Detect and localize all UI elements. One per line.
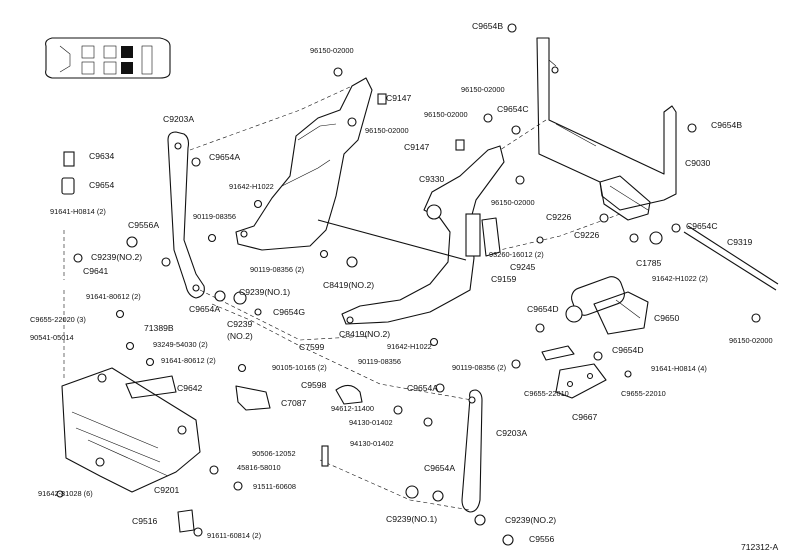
part-label-c9654d_a: C9654D	[527, 304, 559, 314]
part-label-n91641_80612_b: 91641-80612 (2)	[161, 356, 216, 365]
diagram-code: 712312-A	[741, 542, 779, 552]
part-label-c9201: C9201	[154, 485, 180, 495]
part-label-n9655_b: C9655-22010	[524, 389, 569, 398]
part-label-c71389b: 71389B	[144, 323, 174, 333]
part-label-n91642_h1022_a: 91642-H1022	[229, 182, 274, 191]
part-label-c1785: C1785	[636, 258, 662, 268]
part-label-n91611: 91611-60814 (2)	[207, 531, 261, 540]
part-label-c9654g: C9654G	[273, 307, 305, 317]
part-label-n9655_a: C9655-22020 (3)	[30, 315, 86, 324]
part-label-n91511: 91511-60608	[253, 482, 296, 491]
part-label-c9641: C9641	[83, 266, 109, 276]
part-label-n91642_81028: 91642-81028 (6)	[38, 489, 93, 498]
part-label-c7087: C7087	[281, 398, 307, 408]
part-label-n96150_a: 96150-02000	[310, 46, 354, 55]
part-label-n96150_e: 96150-02000	[491, 198, 535, 207]
part-label-c9654a_a: C9654A	[209, 152, 240, 162]
torsion-rod	[317, 219, 467, 261]
dashed-leaders	[63, 85, 621, 511]
part-label-n91642_h1022_c: 91642-H1022	[387, 342, 432, 351]
bracket-c9203a-upper	[167, 131, 205, 299]
part-label-c9642: C9642	[177, 383, 203, 393]
part-label-c7599: C7599	[299, 342, 325, 352]
part-label-c9203a_b: C9203A	[496, 428, 527, 438]
bracket-c9667	[541, 345, 607, 399]
part-label-c9654a_c: C9654A	[407, 383, 438, 393]
part-label-c9667: C9667	[572, 412, 598, 422]
part-label-c9634: C9634	[89, 151, 115, 161]
part-label-c9239_no2_a: C9239(NO.2)	[91, 252, 142, 262]
part-label-c8419_no2_a: C8419(NO.2)	[323, 280, 374, 290]
part-label-c9556: C9556	[529, 534, 555, 544]
vehicle-inset-icon	[45, 37, 171, 79]
part-label-n91641_h0814_b: 91641-H0814 (4)	[651, 364, 707, 373]
part-label-c9654a_b: C9654A	[189, 304, 220, 314]
part-label-n90506: 90506-12052	[252, 449, 296, 458]
part-label-n9655_c: C9655-22010	[621, 389, 666, 398]
part-label-n90119_b: 90119-08356 (2)	[250, 265, 304, 274]
part-label-c9330: C9330	[419, 174, 445, 184]
part-label-c9516: C9516	[132, 516, 158, 526]
part-label-n94130_b: 94130-01402	[350, 439, 394, 448]
rod-c9319	[683, 225, 779, 291]
part-label-n96150_b: 96150-02000	[365, 126, 409, 135]
part-label-c9598: C9598	[301, 380, 327, 390]
part-label-n91641_80612_a: 91641-80612 (2)	[86, 292, 141, 301]
part-label-c9239_no2_b: C9239	[227, 319, 253, 329]
seat-track-c9201	[61, 367, 201, 493]
part-label-c9030: C9030	[685, 158, 711, 168]
part-label-c9159: C9159	[491, 274, 517, 284]
seat-frame-left	[235, 77, 373, 251]
part-label-c9650: C9650	[654, 313, 680, 323]
part-label-n90541: 90541-05014	[30, 333, 74, 342]
part-label-n90119_a: 90119-08356	[193, 212, 236, 221]
part-label-c9654b_top: C9654B	[472, 21, 503, 31]
part-label-n90119_c: 90119-08356	[358, 357, 401, 366]
part-label-c8419_no2_b: C8419(NO.2)	[339, 329, 390, 339]
part-label-n94130_a: 94130-01402	[349, 418, 393, 427]
part-label-c9239_no1_a: C9239(NO.1)	[239, 287, 290, 297]
part-label-n91641_h0814_a: 91641-H0814 (2)	[50, 207, 106, 216]
part-label-n90105: 90105-10165 (2)	[272, 363, 327, 372]
part-label-n96150_f: 96150-02000	[729, 336, 773, 345]
motor-c9650	[565, 276, 649, 335]
bracket-c9203a-lower	[461, 389, 483, 513]
part-label-n93260: 93260-16012 (2)	[489, 250, 544, 259]
part-label-c9654c_b: C9654C	[686, 221, 718, 231]
part-label-c9147_b: C9147	[404, 142, 430, 152]
part-label-n96150_c: 96150-02000	[461, 85, 505, 94]
part-label-n90119_d: 90119-08356 (2)	[452, 363, 506, 372]
part-label-c9239_no2_c: C9239(NO.2)	[505, 515, 556, 525]
part-label-c9654b_r: C9654B	[711, 120, 742, 130]
part-label-c9556a: C9556A	[128, 220, 159, 230]
part-label-c9654c_a: C9654C	[497, 104, 529, 114]
part-label-n45816: 45816-58010	[237, 463, 281, 472]
part-label-c9654a_d: C9654A	[424, 463, 455, 473]
part-label-c9226_b: C9226	[574, 230, 600, 240]
part-label-c9147_a: C9147	[386, 93, 412, 103]
part-label-c9226_a: C9226	[546, 212, 572, 222]
part-label-c9239_no1_b: C9239(NO.1)	[386, 514, 437, 524]
part-label-c9654: C9654	[89, 180, 115, 190]
seatback-frame-c9030	[536, 37, 677, 221]
part-labels: C9654B96150-02000C914796150-02000C9203AC…	[30, 21, 773, 544]
part-label-c9245: C9245	[510, 262, 536, 272]
part-label-c9239_no2_b2: (NO.2)	[227, 331, 253, 341]
part-label-n96150_d: 96150-02000	[424, 110, 468, 119]
part-label-c9319: C9319	[727, 237, 753, 247]
seat-frame-c9330	[341, 145, 505, 325]
part-label-n93249: 93249-54030 (2)	[153, 340, 208, 349]
fasteners	[56, 23, 761, 546]
part-label-n91642_h1022_b: 91642-H1022 (2)	[652, 274, 708, 283]
part-label-c9654d_b: C9654D	[612, 345, 644, 355]
part-label-c9203a_top: C9203A	[163, 114, 194, 124]
part-label-n94612: 94612-11400	[331, 404, 374, 413]
